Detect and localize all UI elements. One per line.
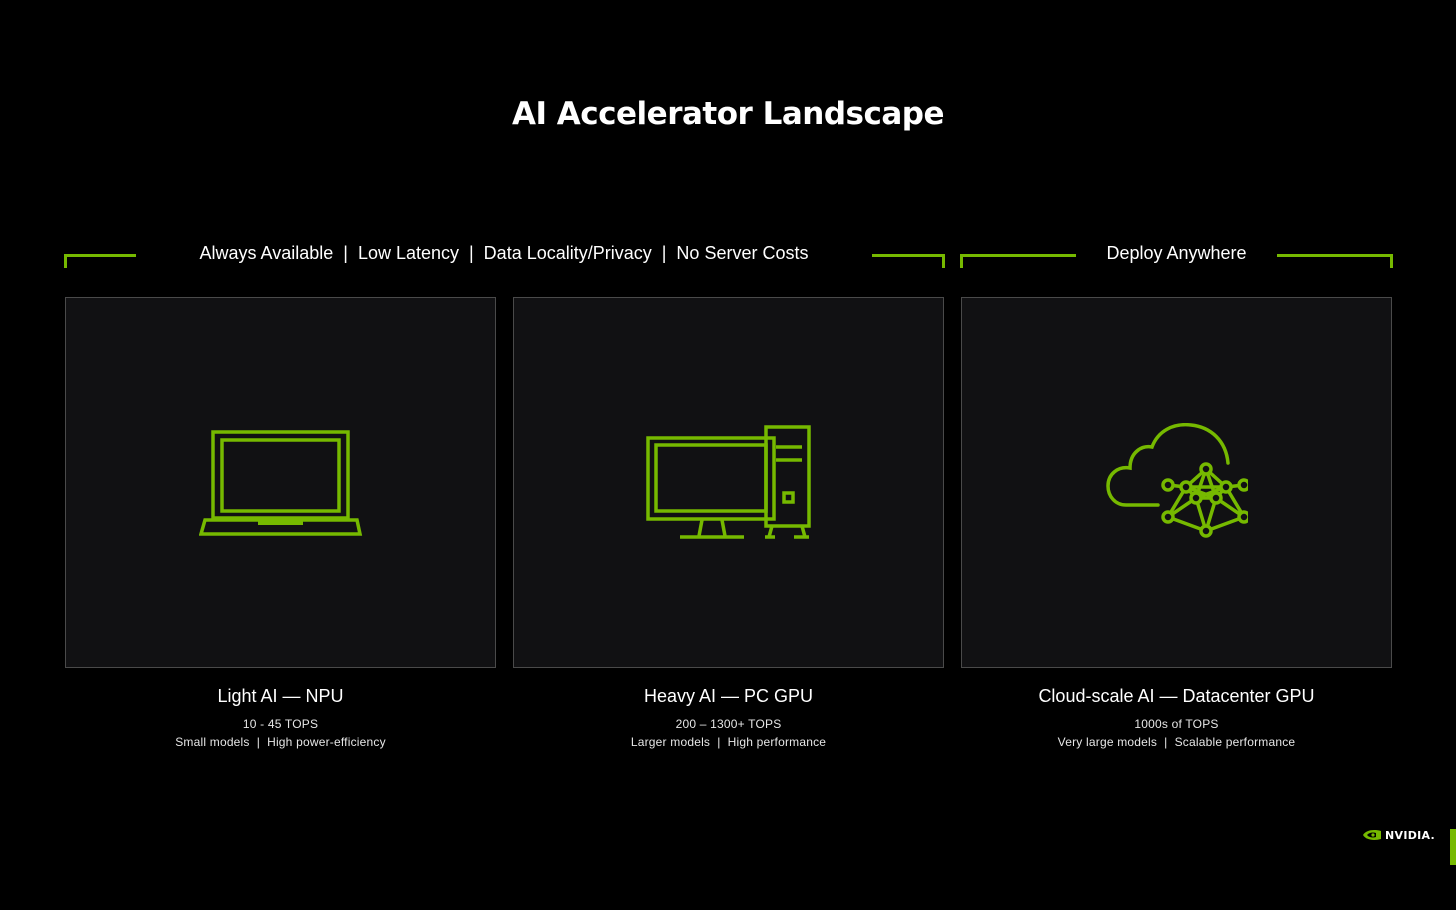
- cloud-neural-network-icon: [1105, 422, 1248, 538]
- card-datacenter-gpu: [961, 297, 1392, 668]
- tier-tops: 10 - 45 TOPS: [242, 717, 319, 731]
- nvidia-eye-icon: [1363, 830, 1381, 840]
- card-npu: [65, 297, 496, 668]
- tier-name: Cloud-scale AI — Datacenter GPU: [1038, 686, 1315, 706]
- caption-npu: Light AI — NPU 10 - 45 TOPS Small models…: [65, 684, 496, 751]
- tier-name: Light AI — NPU: [217, 686, 344, 706]
- slide-title: AI Accelerator Landscape: [511, 96, 945, 132]
- group-bracket-right-start: [960, 254, 1076, 268]
- laptop-icon: [198, 429, 362, 536]
- accent-edge-bar: [1450, 829, 1456, 865]
- group-label-local: Always Available | Low Latency | Data Lo…: [199, 243, 809, 263]
- group-bracket-left-end: [872, 254, 945, 268]
- caption-datacenter-gpu: Cloud-scale AI — Datacenter GPU 1000s of…: [961, 684, 1392, 751]
- tier-tops: 200 – 1300+ TOPS: [675, 717, 782, 731]
- caption-pc-gpu: Heavy AI — PC GPU 200 – 1300+ TOPS Large…: [513, 684, 944, 751]
- card-pc-gpu: [513, 297, 944, 668]
- group-label-cloud: Deploy Anywhere: [1106, 243, 1247, 263]
- tier-description: Larger models | High performance: [630, 735, 827, 749]
- desktop-pc-icon: [645, 424, 811, 539]
- group-bracket-right-end: [1277, 254, 1393, 268]
- tier-description: Small models | High power-efficiency: [175, 735, 386, 749]
- nvidia-wordmark: NVIDIA.: [1385, 828, 1436, 842]
- tier-name: Heavy AI — PC GPU: [643, 686, 814, 706]
- group-bracket-left-start: [64, 254, 136, 268]
- nvidia-logo: NVIDIA.: [1362, 828, 1435, 842]
- tier-tops: 1000s of TOPS: [1134, 717, 1219, 731]
- tier-description: Very large models | Scalable performance: [1057, 735, 1296, 749]
